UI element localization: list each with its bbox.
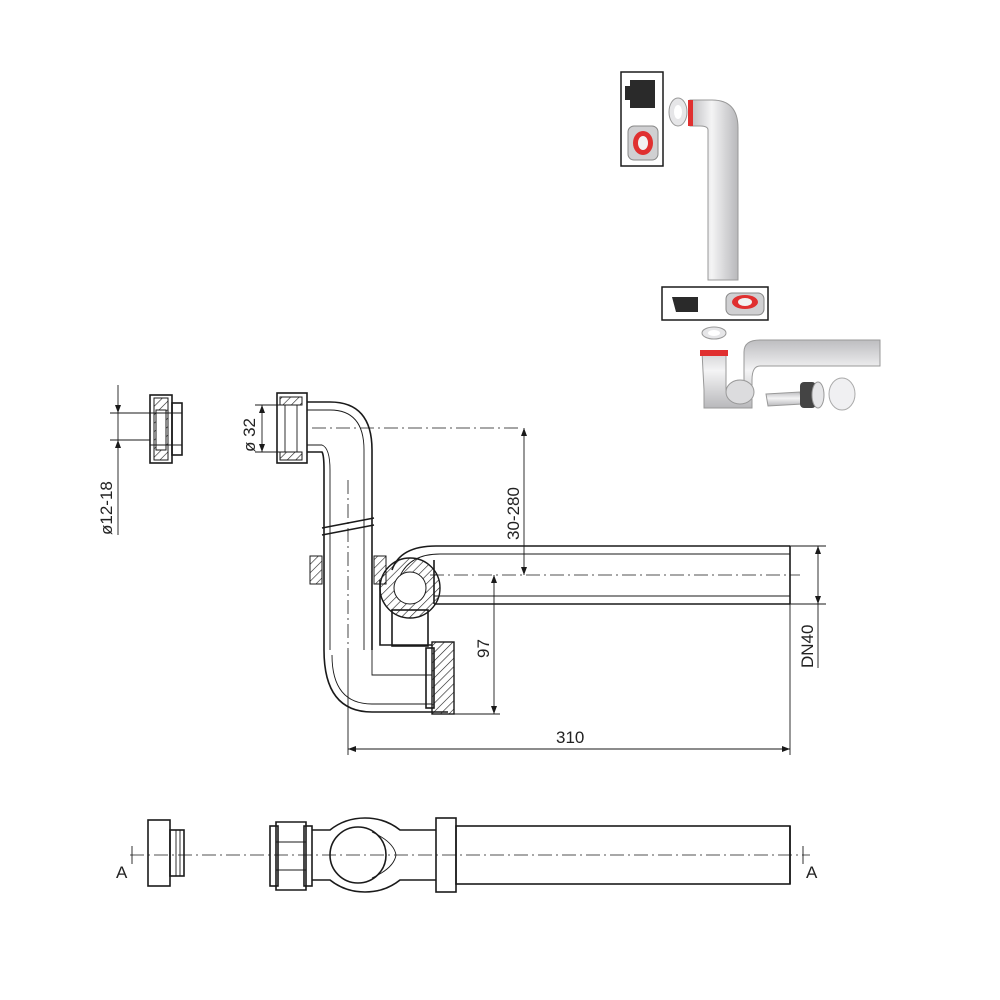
black-gasket-icon (625, 80, 655, 108)
dim-outlet-label: DN40 (798, 625, 817, 668)
red-seal-ring-2 (700, 350, 728, 356)
red-seal-nut-icon (627, 125, 659, 161)
dim-inlet-diameter-label: ø 32 (240, 418, 259, 452)
dimension-trap-height: 97 (454, 575, 500, 715)
dim-length-label: 310 (556, 728, 584, 747)
dimension-inlet-diameter: ø 32 (240, 404, 280, 453)
section-label-right: A (806, 863, 818, 882)
red-seal-ring (688, 100, 693, 126)
trap-top-view: A A (116, 817, 818, 893)
cap-icon (828, 377, 856, 411)
dimension-small-diameter: ø12-18 (97, 385, 150, 535)
dimension-length: 310 (347, 604, 791, 755)
dim-small-diameter-label: ø12-18 (97, 481, 116, 535)
dim-trap-height-label: 97 (474, 639, 493, 658)
plug-icon (800, 381, 825, 409)
dim-height-range-label: 30-280 (504, 487, 523, 540)
dimension-height-range: 30-280 (504, 428, 527, 575)
section-label-left: A (116, 863, 128, 882)
red-seal-nut-icon-2 (725, 292, 765, 316)
trap-side-view (276, 392, 800, 715)
black-gasket-icon-2 (672, 297, 698, 312)
product-render (620, 71, 881, 411)
small-adapter-section (149, 394, 183, 464)
dimension-outlet: DN40 (790, 545, 826, 668)
